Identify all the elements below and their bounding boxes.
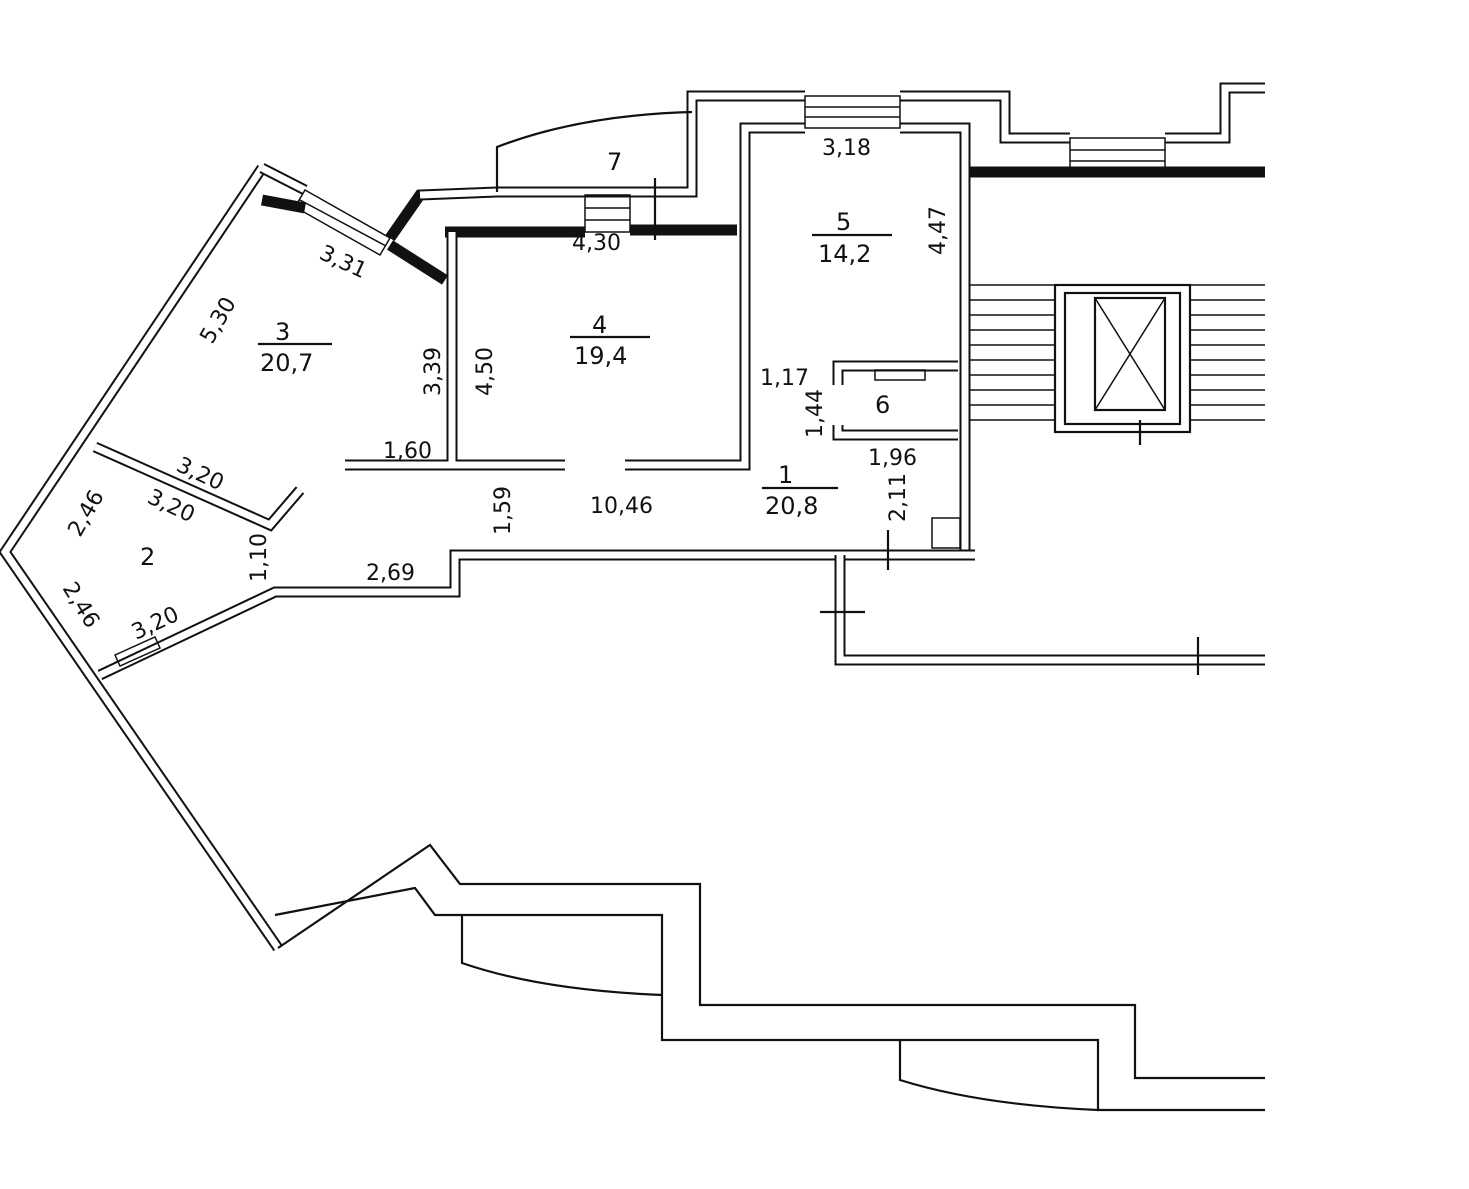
- stairwell: [653, 178, 1265, 675]
- room-1-number: 1: [778, 461, 793, 489]
- dim-corridor-bottom: 2,69: [366, 561, 415, 586]
- room-5-area: 14,2: [818, 240, 871, 268]
- dim-r5-length: 4,47: [926, 206, 951, 255]
- dim-r6-b: 1,44: [803, 389, 828, 438]
- dim-r2-door: 1,10: [247, 533, 272, 582]
- elevator-shaft: [1053, 283, 1192, 434]
- windows: [114, 95, 1166, 667]
- dim-r6-c: 1,96: [868, 446, 917, 471]
- room-4-number: 4: [592, 311, 607, 339]
- dimension-labels: 3,18 4,47 4,30 4,50 3,31 5,30 3,39 1,60 …: [57, 136, 951, 645]
- dim-r5-width: 3,18: [822, 136, 871, 161]
- room-1-area: 20,8: [765, 492, 818, 520]
- elevator-icon: [1093, 296, 1167, 412]
- dim-r2-left-lower: 2,46: [57, 578, 104, 633]
- dim-corridor-length: 10,46: [590, 494, 653, 519]
- dim-r2-left: 2,46: [64, 486, 110, 541]
- room-3-area: 20,7: [260, 349, 313, 377]
- dim-r3-right: 3,39: [421, 347, 446, 396]
- dim-corridor-width: 1,59: [491, 486, 516, 535]
- room-6-number: 6: [875, 391, 890, 419]
- dim-r4-length: 4,50: [473, 347, 498, 396]
- dim-r3-top: 3,31: [315, 241, 370, 284]
- room-2-number: 2: [140, 543, 155, 571]
- dim-r6-a: 1,17: [760, 366, 809, 391]
- room-5-number: 5: [836, 208, 851, 236]
- room-labels: 7 5 14,2 4 19,4 3 20,7 2 6 1 20,8: [140, 148, 892, 571]
- room-3-number: 3: [275, 318, 290, 346]
- dim-r4-width: 4,30: [572, 231, 621, 256]
- room-7-number: 7: [607, 148, 622, 176]
- room-4-area: 19,4: [574, 342, 627, 370]
- dim-r3-bottom: 1,60: [383, 439, 432, 464]
- walls: [0, 82, 1265, 1112]
- dim-r3-side: 5,30: [196, 293, 242, 348]
- dim-r1-width: 2,11: [886, 473, 911, 522]
